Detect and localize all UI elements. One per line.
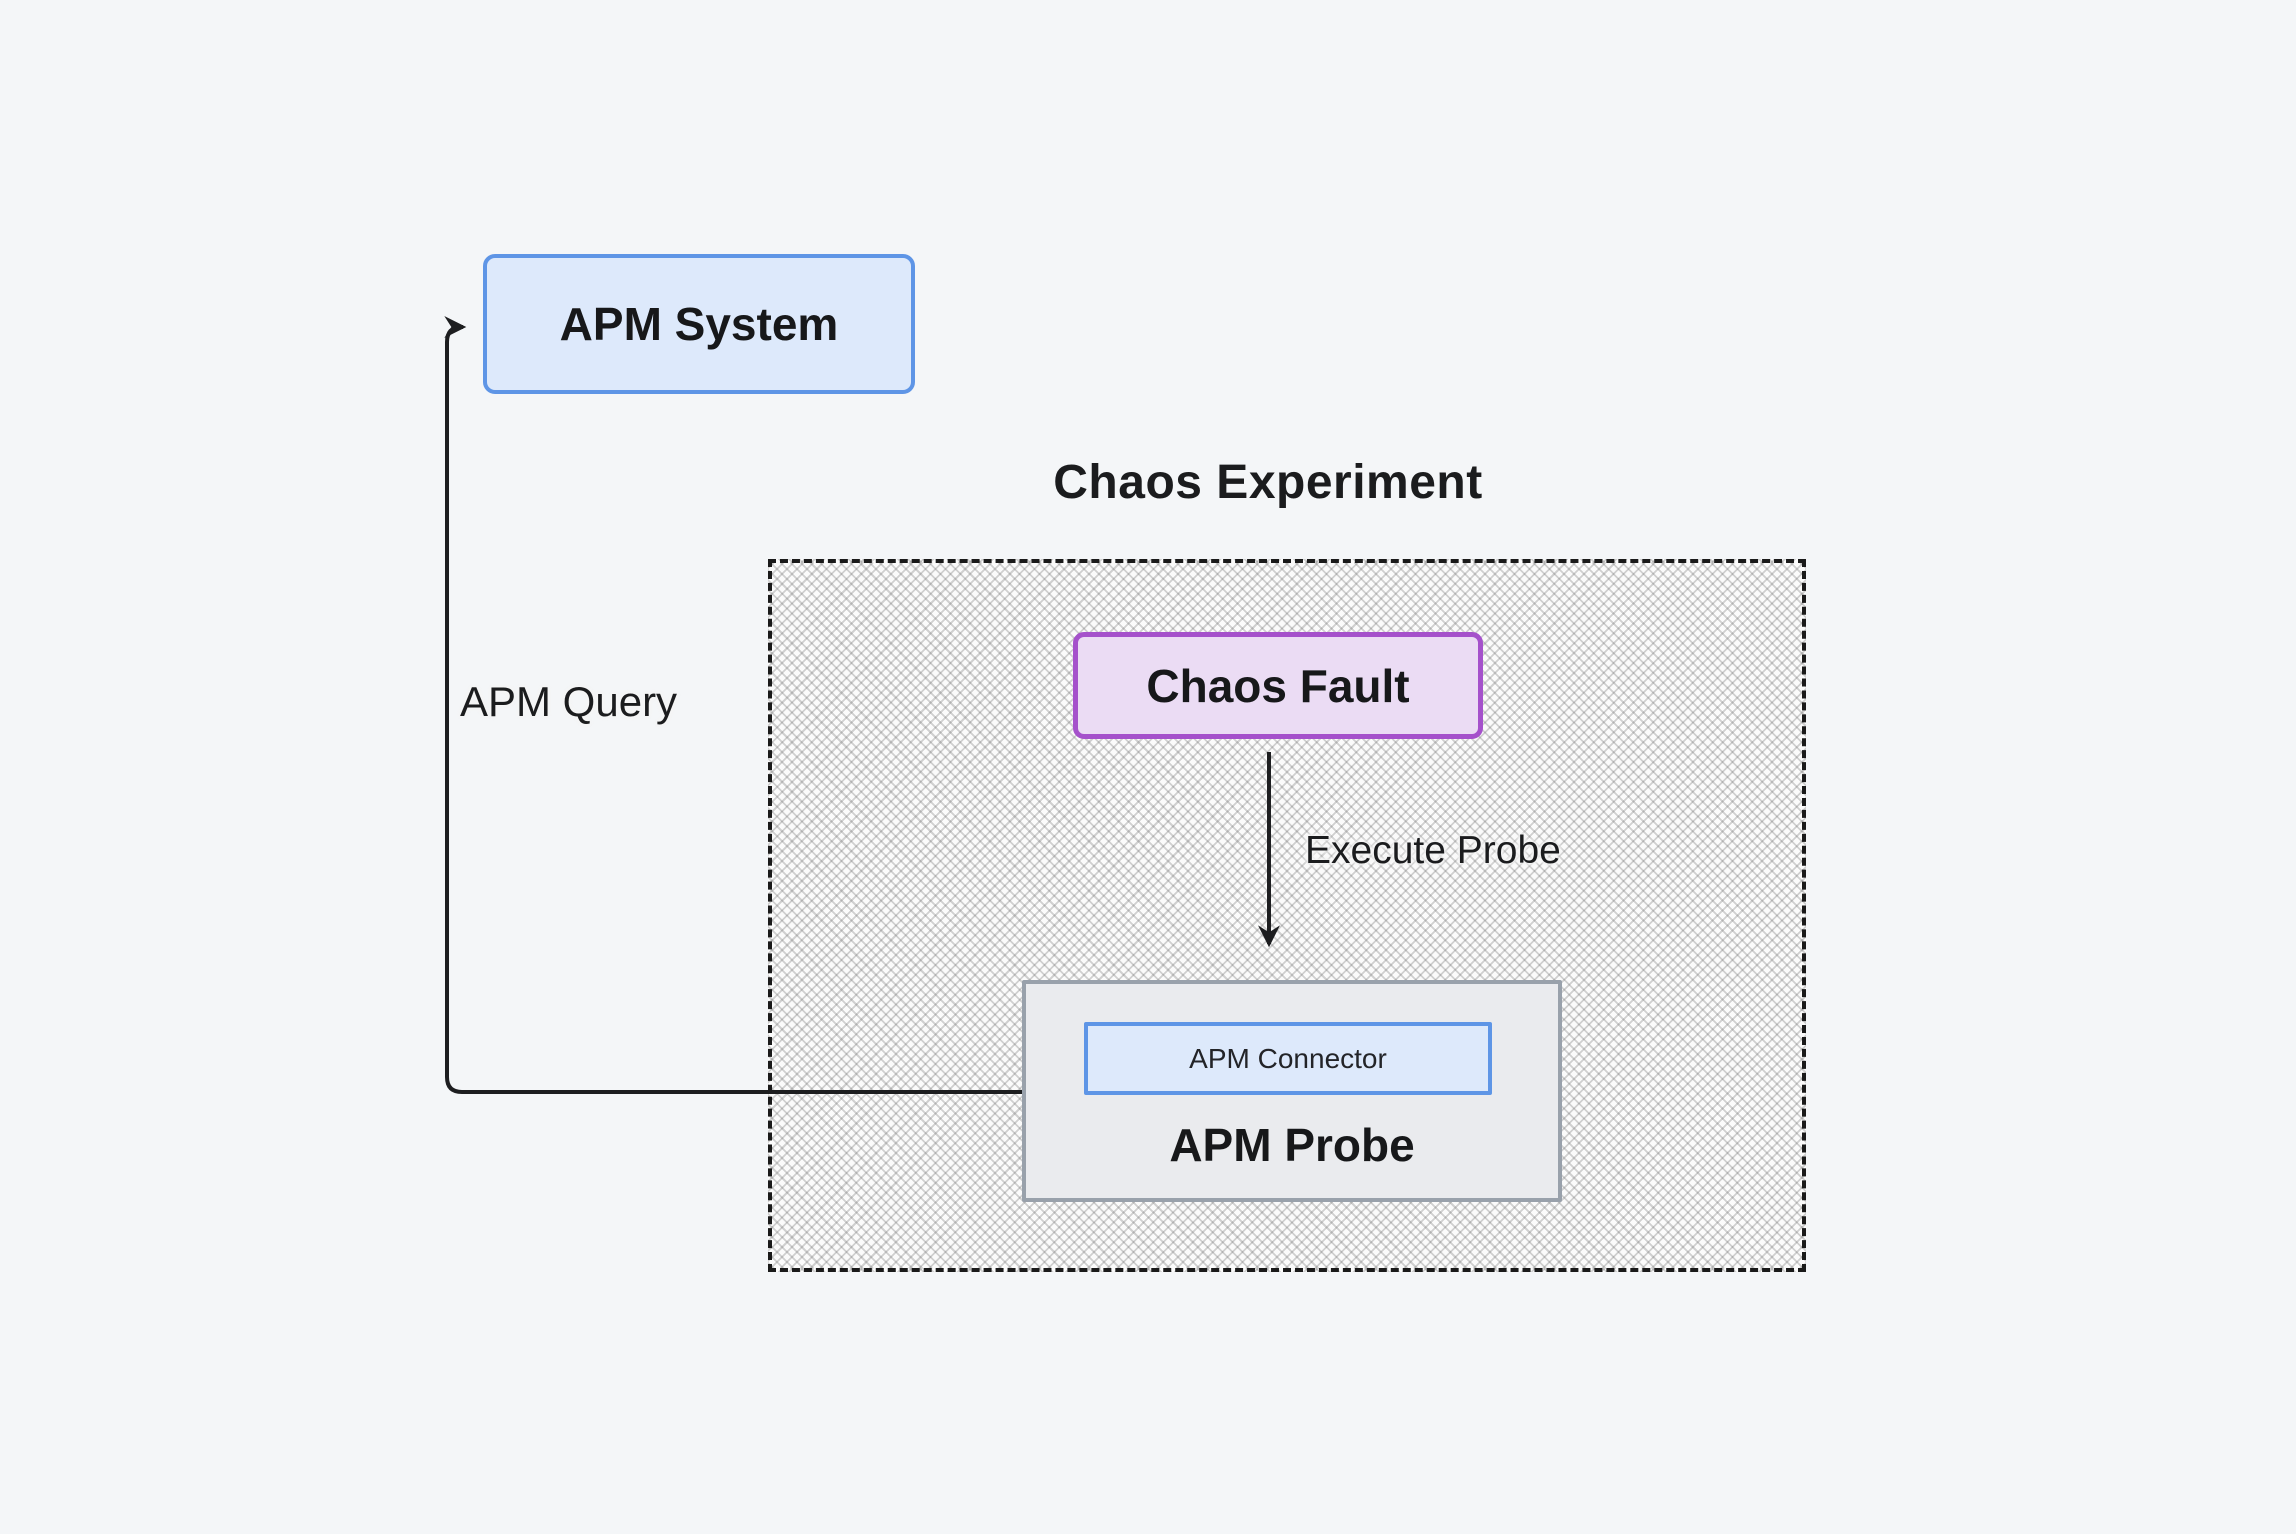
node-apm-probe: APM Connector APM Probe: [1022, 980, 1562, 1202]
edge-label-apm-query: APM Query: [460, 678, 678, 725]
node-apm-probe-label: APM Probe: [1169, 1119, 1415, 1171]
node-chaos-fault: Chaos Fault: [1073, 632, 1483, 739]
node-chaos-fault-label: Chaos Fault: [1146, 659, 1410, 712]
node-apm-connector: APM Connector: [1084, 1022, 1492, 1095]
node-apm-system-label: APM System: [559, 298, 839, 350]
node-apm-connector-label: APM Connector: [1189, 1042, 1387, 1074]
edge-label-execute-probe: Execute Probe: [1305, 829, 1561, 872]
chaos-experiment-title: Chaos Experiment: [1053, 456, 1483, 509]
node-apm-system: APM System: [483, 254, 915, 394]
